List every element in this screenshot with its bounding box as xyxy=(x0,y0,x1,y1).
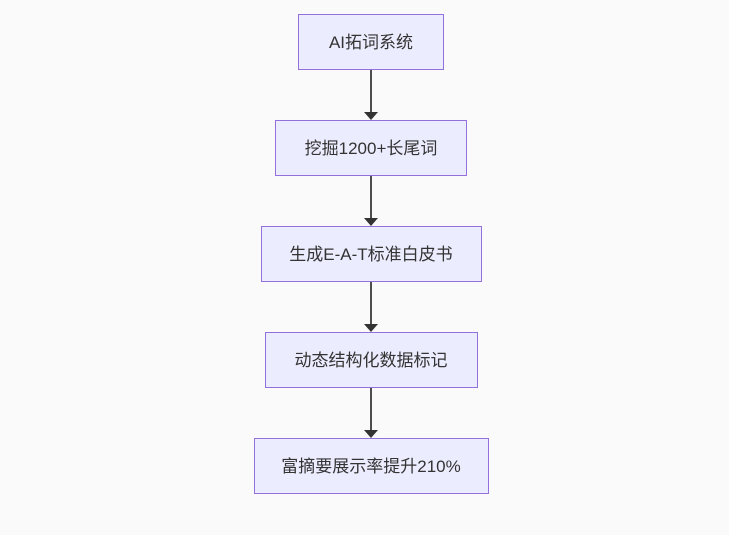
flow-edge-3 xyxy=(364,282,378,332)
flow-node-label: 富摘要展示率提升210% xyxy=(281,456,461,476)
arrow-line xyxy=(370,282,372,324)
flow-edge-4 xyxy=(364,388,378,438)
flow-node-rich-snippet-result: 富摘要展示率提升210% xyxy=(253,438,489,494)
flow-node-ai-word-expansion: AI拓词系统 xyxy=(298,14,444,70)
flowchart: AI拓词系统 挖掘1200+长尾词 生成E-A-T标准白皮书 动态结构化数据标记 xyxy=(0,14,729,494)
flow-node-eat-whitepaper: 生成E-A-T标准白皮书 xyxy=(260,226,482,282)
arrow-line xyxy=(370,388,372,430)
flow-node-label: 动态结构化数据标记 xyxy=(294,350,448,370)
flow-node-label: 挖掘1200+长尾词 xyxy=(304,138,438,158)
arrow-line xyxy=(370,176,372,218)
arrow-line xyxy=(370,70,372,112)
arrow-down-icon xyxy=(364,112,378,120)
flow-edge-2 xyxy=(364,176,378,226)
flow-node-structured-data-markup: 动态结构化数据标记 xyxy=(264,332,478,388)
arrow-down-icon xyxy=(364,430,378,438)
flow-node-label: AI拓词系统 xyxy=(328,32,414,52)
flow-edge-1 xyxy=(364,70,378,120)
arrow-down-icon xyxy=(364,218,378,226)
arrow-down-icon xyxy=(364,324,378,332)
flow-node-label: 生成E-A-T标准白皮书 xyxy=(289,244,453,264)
flow-node-longtail-mining: 挖掘1200+长尾词 xyxy=(275,120,467,176)
